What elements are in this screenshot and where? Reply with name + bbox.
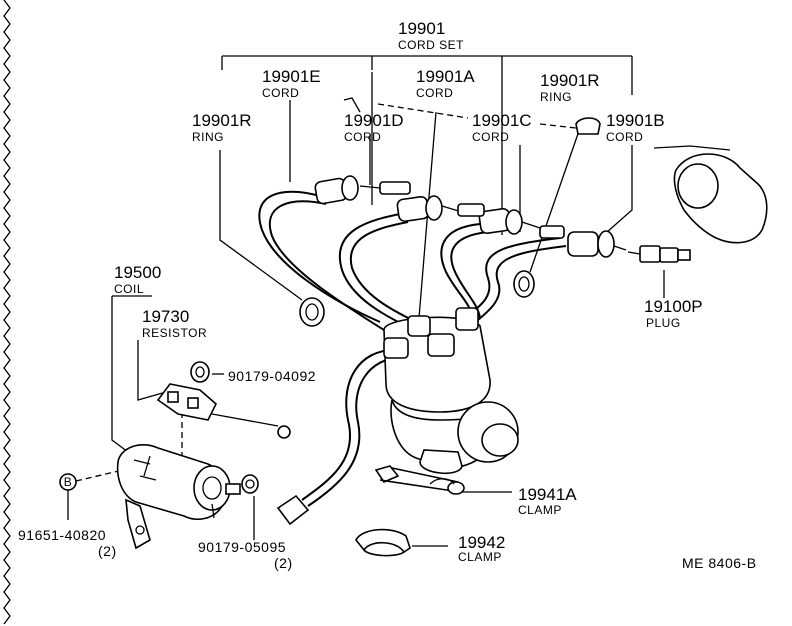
- label-ring-left-number: 19901R: [192, 111, 252, 130]
- resistor-part: [156, 383, 291, 439]
- distributor: [383, 307, 519, 475]
- label-cord-e-number: 19901E: [262, 67, 321, 86]
- label-clamp-a-number: 19941A: [518, 485, 577, 504]
- ring-top: [513, 270, 535, 298]
- label-plug-name: PLUG: [646, 316, 681, 330]
- label-cord-d-number: 19901D: [344, 111, 404, 130]
- label-cord-c-name: CORD: [472, 130, 509, 144]
- clamp-19942: [355, 528, 411, 557]
- label-ring-top-number: 19901R: [540, 71, 600, 90]
- label-cord-b-number: 19901B: [606, 111, 665, 130]
- left-border: [3, 0, 11, 625]
- label-plug-number: 19100P: [644, 297, 703, 316]
- spark-plug: [627, 245, 691, 263]
- marker-b-label: B: [64, 475, 73, 489]
- label-cord-e-name: CORD: [262, 86, 299, 100]
- label-clamp-b-name: CLAMP: [458, 550, 502, 564]
- label-bolt-qty: (2): [98, 543, 117, 559]
- label-nut-upper: 90179-04092: [228, 368, 316, 384]
- label-cord-b-name: CORD: [606, 130, 643, 144]
- label-resistor-number: 19730: [142, 307, 189, 326]
- drawing-reference: ME 8406-B: [682, 555, 757, 571]
- plug-boots: [314, 175, 627, 258]
- label-nut-lower-qty: (2): [274, 555, 293, 571]
- label-cord-d-name: CORD: [344, 130, 381, 144]
- label-cord-a-name: CORD: [416, 86, 453, 100]
- label-clamp-b-number: 19942: [458, 533, 505, 552]
- ignition-cords: [258, 190, 567, 507]
- label-cord-set-number: 19901: [398, 19, 445, 38]
- label-cord-a-number: 19901A: [416, 67, 475, 86]
- label-coil-number: 19500: [114, 263, 161, 282]
- ring-small: [575, 117, 601, 135]
- nut-90179-05095: [241, 474, 259, 494]
- nut-90179-04092: [190, 361, 210, 383]
- label-bolt-number: 91651-40820: [18, 527, 106, 543]
- label-coil-name: COIL: [114, 282, 144, 296]
- marker-b-circle: [59, 473, 77, 491]
- ignition-coil: [116, 444, 241, 550]
- water-outlet: [653, 145, 768, 244]
- label-clamp-a-name: CLAMP: [518, 503, 562, 517]
- label-ring-left-name: RING: [192, 130, 224, 144]
- label-cord-c-number: 19901C: [472, 111, 532, 130]
- label-cord-set-name: CORD SET: [398, 38, 464, 52]
- label-resistor-name: RESISTOR: [142, 326, 207, 340]
- coil-cord-end: [276, 494, 310, 526]
- label-ring-top-name: RING: [540, 90, 572, 104]
- label-nut-lower-number: 90179-05095: [198, 539, 286, 555]
- ring-left: [299, 297, 325, 327]
- clamp-19941a: [374, 465, 465, 495]
